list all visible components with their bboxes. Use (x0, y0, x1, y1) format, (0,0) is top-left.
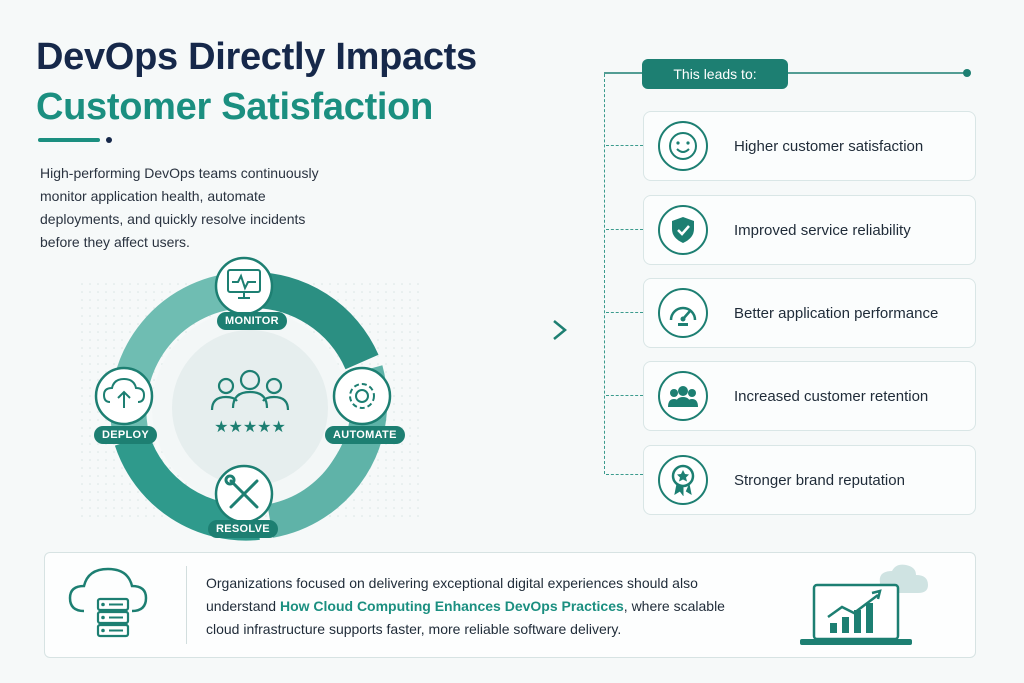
leads-card-label: Higher customer satisfaction (734, 137, 924, 155)
deploy-node (94, 366, 154, 426)
cloud-upload-icon (102, 377, 146, 408)
leads-card-label: Better application performance (734, 304, 939, 322)
leads-card-label: Stronger brand reputation (734, 471, 905, 489)
leads-card-label: Improved service reliability (734, 221, 911, 239)
group-icon (658, 371, 708, 421)
connector-dash (606, 229, 643, 231)
footer-text-after: , where scalable cloud infrastructure su… (206, 598, 725, 637)
leads-card: Stronger brand reputation (643, 445, 976, 515)
connector-dash (606, 312, 643, 314)
footer-divider (186, 566, 187, 644)
laptop-growth-chart-icon (800, 564, 928, 645)
connector-dash (606, 474, 643, 476)
devops-cycle: ★★★★★ (80, 250, 420, 550)
monitor-node (214, 256, 274, 316)
title-underline (38, 138, 100, 142)
award-badge-icon (658, 455, 708, 505)
resolve-label: RESOLVE (208, 520, 278, 538)
intro-text: High-performing DevOps teams continuousl… (40, 165, 319, 250)
gear-icon (349, 383, 375, 409)
footer-text: Organizations focused on delivering exce… (206, 572, 726, 641)
footer-text-before: Organizations focused on delivering exce… (206, 575, 698, 614)
smiley-icon (658, 121, 708, 171)
automate-node (332, 366, 392, 426)
arrow-right-icon (490, 320, 567, 340)
deploy-label: DEPLOY (94, 426, 158, 444)
cloud-server-icon (68, 567, 148, 638)
connector-dash (606, 395, 643, 397)
page-title-line-1: DevOps Directly Impacts (36, 36, 477, 78)
cycle-graphic: ★★★★★ (80, 256, 420, 541)
shield-check-icon (658, 205, 708, 255)
rating-stars: ★★★★★ (214, 417, 286, 436)
monitor-icon (227, 269, 261, 299)
leads-card: Increased customer retention (643, 361, 976, 431)
footer-article-link[interactable]: How Cloud Computing Enhances DevOps Prac… (279, 598, 624, 614)
center-disc (172, 330, 328, 486)
leads-card-label: Increased customer retention (734, 387, 929, 405)
team-rating-icon (210, 369, 290, 411)
connector-dash (606, 145, 643, 147)
resolve-node (214, 464, 274, 524)
leads-card: Higher customer satisfaction (643, 111, 976, 181)
speedometer-icon (658, 288, 708, 338)
vertical-dashed-connector (604, 74, 606, 474)
page-title-line-2: Customer Satisfaction (36, 86, 434, 128)
leads-heading: This leads to: (642, 59, 788, 89)
title-dot (106, 137, 112, 143)
leads-card: Improved service reliability (643, 195, 976, 265)
tools-icon (224, 474, 259, 509)
automate-label: AUTOMATE (325, 426, 405, 444)
monitor-label: MONITOR (217, 312, 287, 330)
leads-card: Better application performance (643, 278, 976, 348)
